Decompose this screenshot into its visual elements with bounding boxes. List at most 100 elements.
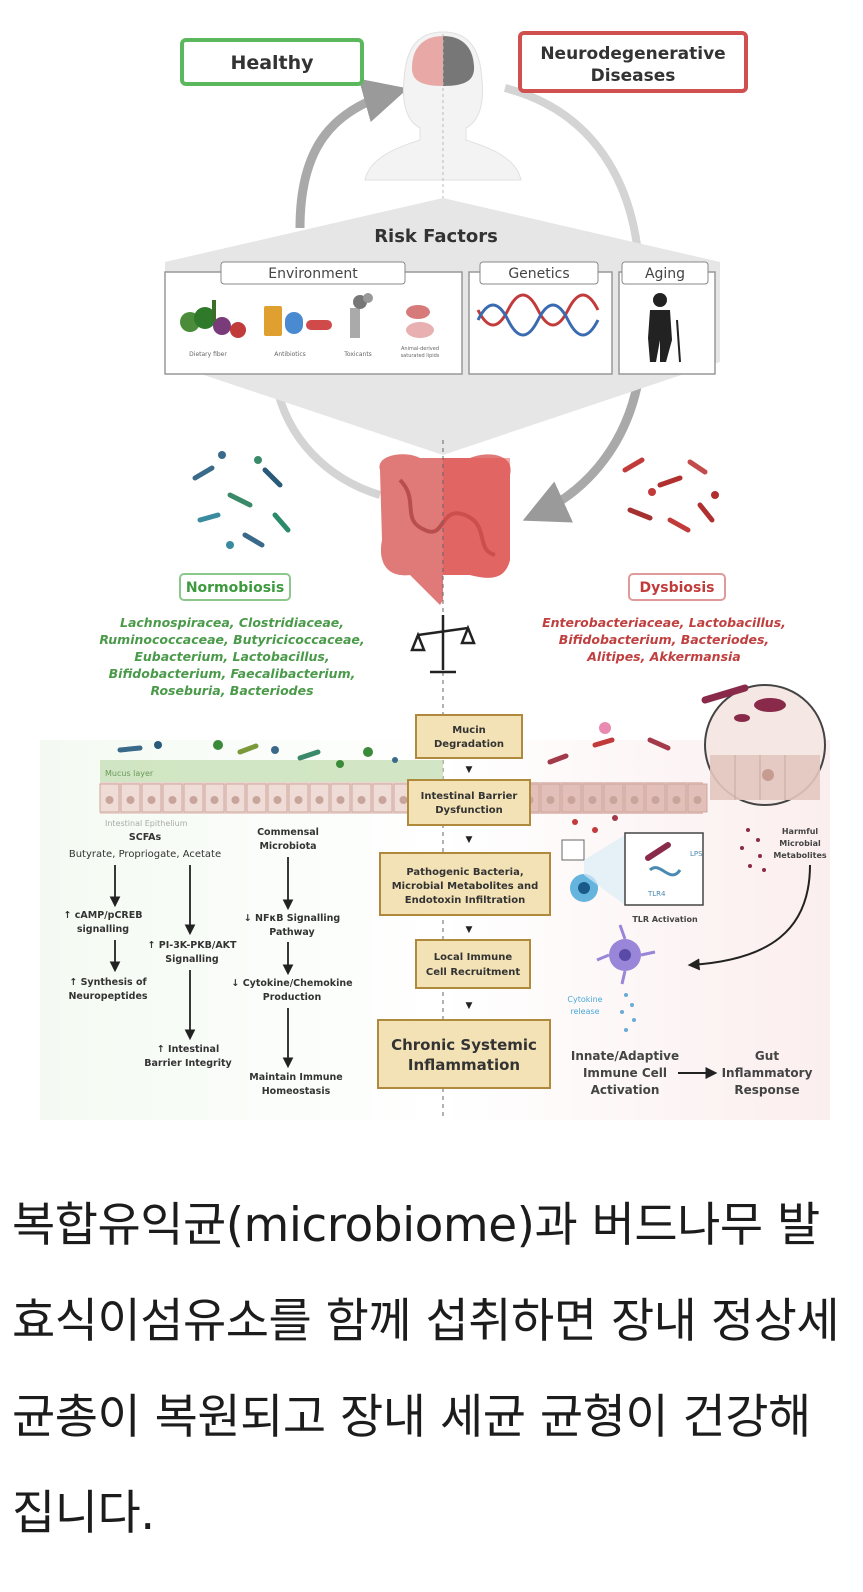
commensal-line2: Microbiota xyxy=(259,841,316,852)
genetics-tab xyxy=(479,261,599,285)
intestine-icon xyxy=(379,454,511,605)
cell-nucleus xyxy=(693,796,702,804)
gut-response-line3: Response xyxy=(734,1083,799,1097)
rod-bacterium-icon xyxy=(701,684,749,704)
scfa-subtitle: Butyrate, Propriogate, Acetate xyxy=(69,849,221,860)
cascade-chronic-line1: Chronic Systemic xyxy=(391,1036,537,1054)
dysbiosis-taxa-line: Enterobacteriaceae, Lactobacillus, xyxy=(542,615,786,630)
neurodegenerative-label-line1: Neurodegenerative xyxy=(540,44,725,64)
metabolite-arrow xyxy=(687,864,811,971)
neurodegenerative-label-line2: Diseases xyxy=(591,66,676,86)
cell-nucleus xyxy=(315,796,324,804)
cascade-immune-line2: Cell Recruitment xyxy=(426,967,520,978)
gut-response-line2: Inflammatory xyxy=(722,1066,813,1080)
cytokine-line2: Production xyxy=(263,992,322,1003)
environment-label: Environment xyxy=(268,266,358,282)
antibiotics-icon xyxy=(264,306,332,336)
normobiosis-taxa-line: Bifidobacterium, Faecalibacterium, xyxy=(109,666,356,681)
tlr4-label: TLR4 xyxy=(647,890,666,898)
harmful-label-line1: Harmful xyxy=(782,827,819,836)
immune-homeo-line2: Homeostasis xyxy=(262,1086,331,1097)
immune-homeo-line1: Maintain Immune xyxy=(249,1072,342,1083)
mucus-layer-label: Mucus layer xyxy=(105,769,154,778)
svg-text:▼: ▼ xyxy=(466,1001,473,1011)
cell-nucleus xyxy=(210,796,219,804)
nfkb-line1: ↓ NFκB Signalling xyxy=(244,913,340,924)
dysbiosis-taxa-line: Alitipes, Akkermansia xyxy=(586,649,741,664)
cascade-barrier-line1: Intestinal Barrier xyxy=(421,791,518,802)
cytokine-release-line1: Cytokine xyxy=(567,995,602,1004)
dysbiosis-bacteria-icon xyxy=(622,457,719,533)
cascade-pathogen-line2: Microbial Metabolites and xyxy=(392,881,539,892)
env-label-animal: Animal-derived xyxy=(401,346,439,352)
cell-nucleus xyxy=(336,796,345,804)
harmful-label-line3: Metabolites xyxy=(773,851,827,860)
gut-brain-axis-figure: Healthy Neurodegenerative Diseases Risk … xyxy=(40,31,830,1120)
lps-label: LPS xyxy=(690,850,703,858)
brain-healthy-half xyxy=(411,36,443,86)
cell-nucleus xyxy=(273,796,282,804)
cell-nucleus xyxy=(630,796,639,804)
svg-text:▼: ▼ xyxy=(466,765,473,775)
normobiosis-taxa-line: Eubacterium, Lactobacillus, xyxy=(134,649,329,664)
env-label-toxicants: Toxicants xyxy=(343,351,372,358)
cascade-pathogen-line1: Pathogenic Bacteria, xyxy=(406,867,523,878)
cell-nucleus xyxy=(294,796,303,804)
neurodegenerative-box xyxy=(518,31,748,93)
zoomed-epithelium-icon xyxy=(704,684,826,806)
cell-nucleus xyxy=(357,796,366,804)
harmful-label-line2: Microbial xyxy=(779,839,821,848)
healthy-box xyxy=(180,38,364,86)
balance-scale-icon xyxy=(410,615,476,674)
env-label-fiber: Dietary fiber xyxy=(189,351,227,358)
commensal-line1: Commensal xyxy=(257,827,319,838)
cell-nucleus xyxy=(546,796,555,804)
normobiosis-badge xyxy=(179,573,291,601)
cell-nucleus xyxy=(378,796,387,804)
dendritic-cell-icon xyxy=(596,924,656,985)
nfkb-line2: Pathway xyxy=(269,927,315,938)
cytokine-line1: ↓ Cytokine/Chemokine xyxy=(231,978,352,989)
elderly-person-icon xyxy=(648,293,681,363)
tlr-activation-label: TLR Activation xyxy=(632,915,698,924)
cell-nucleus xyxy=(588,796,597,804)
genetics-label: Genetics xyxy=(508,266,569,282)
harmful-metabolites-dots xyxy=(740,828,766,872)
cascade-pathogen-line3: Endotoxin Infiltration xyxy=(405,895,525,906)
healthy-label: Healthy xyxy=(230,52,314,74)
toxicants-icon xyxy=(350,293,373,338)
normobiosis-taxa-line: Roseburia, Bacteriodes xyxy=(150,683,313,698)
caption-text: 복합유익균(microbiome)과 버드나무 발효식이섬유소를 함께 섭취하면… xyxy=(12,1198,840,1541)
normobiosis-label: Normobiosis xyxy=(186,580,284,596)
epithelium-label: Intestinal Epithelium xyxy=(105,819,188,828)
scfa-title: SCFAs xyxy=(129,832,162,843)
pi3k-line2: Signalling xyxy=(165,954,218,965)
left-pathway-arrows xyxy=(109,857,294,1069)
barrier-line1: ↑ Intestinal xyxy=(157,1044,219,1055)
cell-nucleus xyxy=(231,796,240,804)
cell-nucleus xyxy=(126,796,135,804)
inflammation-cascade: Mucin Degradation ▼ Intestinal Barrier D… xyxy=(377,714,551,1089)
risk-factors-title: Risk Factors xyxy=(374,226,498,247)
innate-line2: Immune Cell xyxy=(583,1066,667,1080)
cascade-immune-line1: Local Immune xyxy=(434,952,513,963)
human-figure-icon xyxy=(364,31,522,200)
cascade-mucin-line1: Mucin xyxy=(452,725,486,736)
aging-tab xyxy=(621,261,709,285)
camp-line2: signalling xyxy=(77,924,129,935)
dna-helix-icon xyxy=(476,293,600,337)
cycle-arrow-down xyxy=(522,369,645,523)
gut-response-line1: Gut xyxy=(755,1049,779,1063)
normobiosis-taxa-line: Lachnospiracea, Clostridiaceae, xyxy=(120,615,344,630)
dysbiosis-taxa-line: Bifidobacterium, Bacteriodes, xyxy=(559,632,769,647)
barrier-line2: Barrier Integrity xyxy=(144,1058,232,1069)
cell-nucleus xyxy=(609,796,618,804)
cascade-barrier-line2: Dysfunction xyxy=(435,805,503,816)
cell-nucleus xyxy=(672,796,681,804)
cell-nucleus xyxy=(105,796,114,804)
pathogenic-bacteria-icon xyxy=(547,722,671,833)
camp-line1: ↑ cAMP/pCREB xyxy=(64,910,143,921)
dysbiosis-badge xyxy=(628,573,726,601)
aging-label: Aging xyxy=(645,266,685,282)
animal-lipids-icon xyxy=(406,305,434,338)
